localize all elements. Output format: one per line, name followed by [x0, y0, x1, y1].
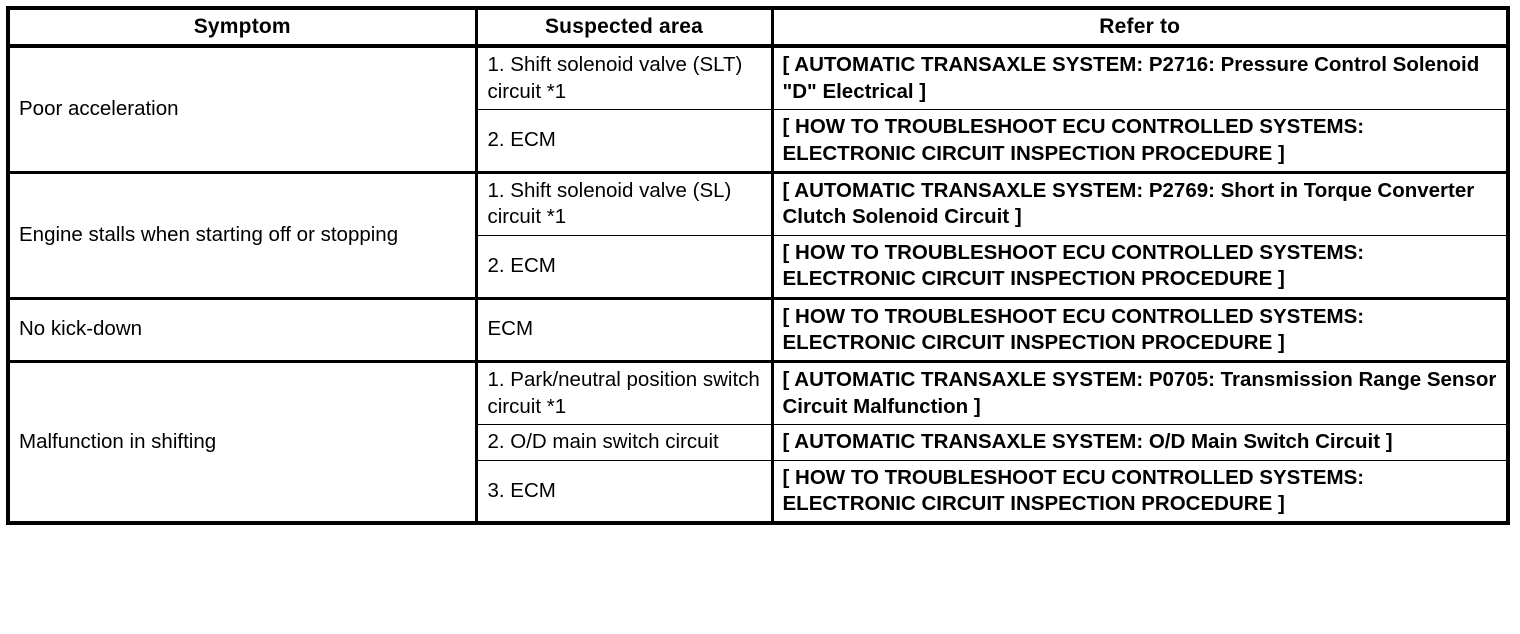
table-header: Symptom Suspected area Refer to [8, 8, 1508, 48]
table-row: 2. ECM[ HOW TO TROUBLESHOOT ECU CONTROLL… [8, 235, 1508, 298]
header-row: Symptom Suspected area Refer to [8, 8, 1508, 48]
suspected-area-cell: ECM [476, 296, 774, 362]
symptom-cell: Malfunction in shifting [8, 359, 478, 524]
table-row: 2. ECM[ HOW TO TROUBLESHOOT ECU CONTROLL… [8, 109, 1508, 173]
column-header-symptom: Symptom [8, 8, 478, 48]
refer-to-cell: [ HOW TO TROUBLESHOOT ECU CONTROLLED SYS… [772, 296, 1508, 362]
symptom-cell: Engine stalls when starting off or stopp… [8, 170, 478, 298]
suspected-area-cell: 1. Shift solenoid valve (SLT) circuit *1 [476, 46, 774, 110]
diagnostic-trouble-table: Symptom Suspected area Refer to Poor acc… [6, 6, 1510, 526]
table-row: 3. ECM[ HOW TO TROUBLESHOOT ECU CONTROLL… [8, 459, 1508, 524]
symptom-cell: Poor acceleration [8, 46, 478, 173]
refer-to-cell: [ AUTOMATIC TRANSAXLE SYSTEM: P2769: Sho… [772, 170, 1508, 236]
symptom-cell: No kick-down [8, 296, 478, 362]
suspected-area-cell: 1. Park/neutral position switch circuit … [476, 359, 774, 425]
table-row: Engine stalls when starting off or stopp… [8, 170, 1508, 298]
suspected-area-cell: 2. ECM [476, 109, 774, 173]
suspected-area-cell: 3. ECM [476, 459, 774, 524]
suspected-area-cell: 1. Shift solenoid valve (SL) circuit *1 [476, 170, 774, 236]
refer-to-cell: [ HOW TO TROUBLESHOOT ECU CONTROLLED SYS… [772, 109, 1508, 173]
table-row: 2. O/D main switch circuit[ AUTOMATIC TR… [8, 424, 1508, 461]
refer-to-cell: [ AUTOMATIC TRANSAXLE SYSTEM: O/D Main S… [772, 424, 1508, 461]
refer-to-cell: [ HOW TO TROUBLESHOOT ECU CONTROLLED SYS… [772, 235, 1508, 298]
suspected-area-cell: 2. O/D main switch circuit [476, 424, 774, 461]
column-header-suspected-area: Suspected area [476, 8, 774, 48]
suspected-area-cell: 2. ECM [476, 235, 774, 298]
column-header-refer-to: Refer to [772, 8, 1508, 48]
refer-to-cell: [ HOW TO TROUBLESHOOT ECU CONTROLLED SYS… [772, 459, 1508, 524]
refer-to-cell: [ AUTOMATIC TRANSAXLE SYSTEM: P0705: Tra… [772, 359, 1508, 425]
refer-to-cell: [ AUTOMATIC TRANSAXLE SYSTEM: P2716: Pre… [782, 53, 1480, 103]
